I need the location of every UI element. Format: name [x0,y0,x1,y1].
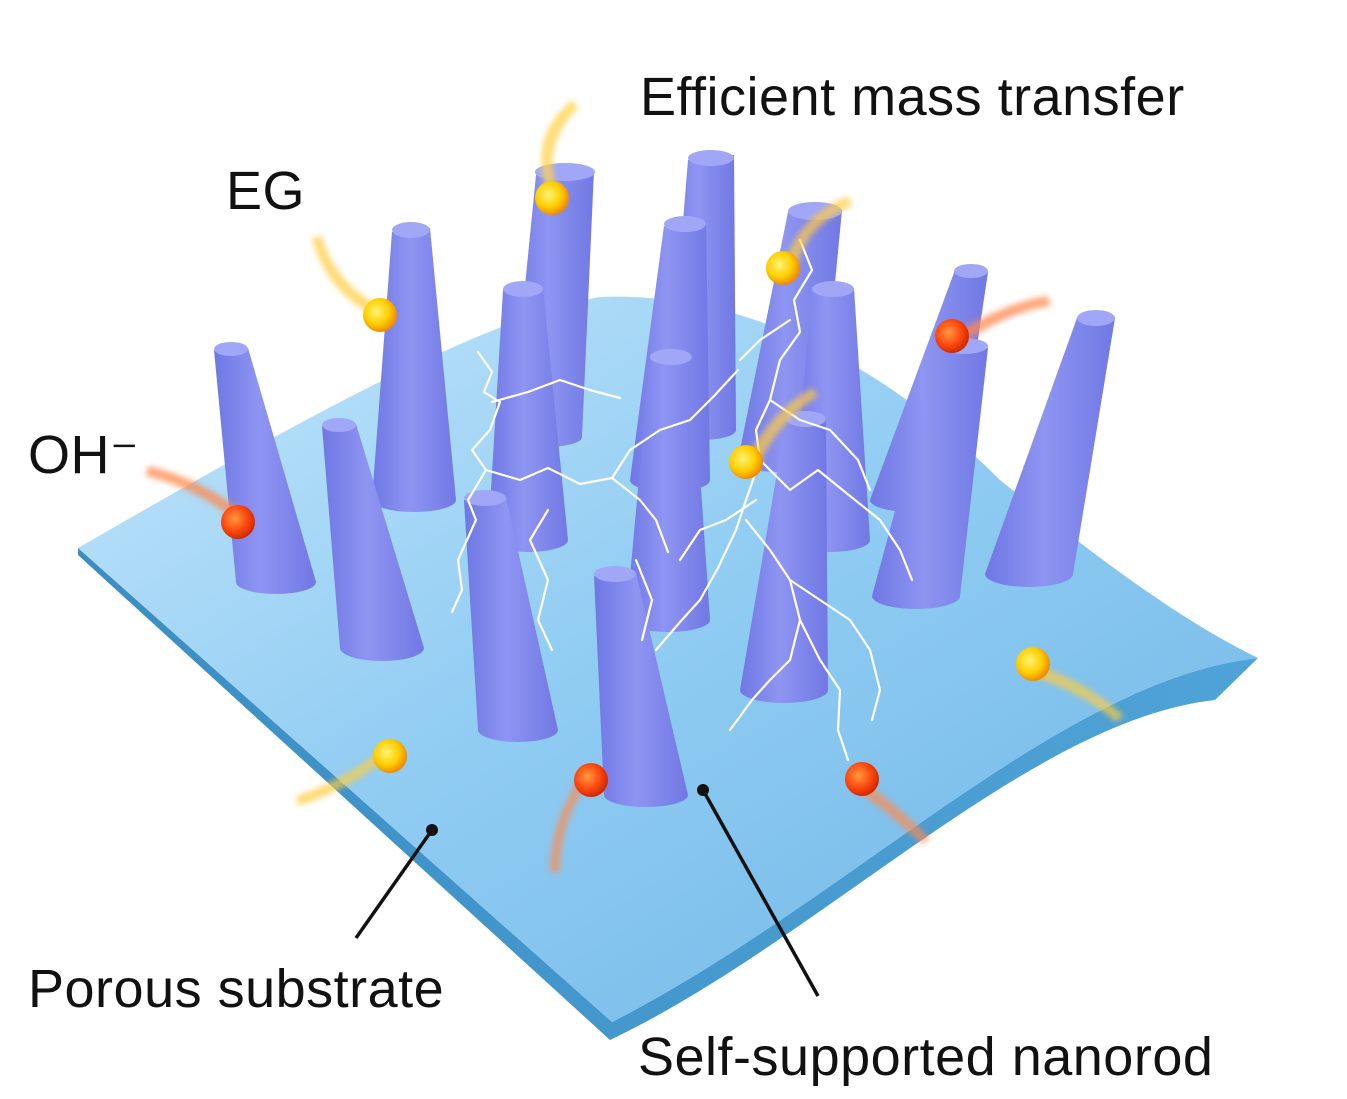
eg-particle [766,251,800,285]
self-supported-nanorod-label: Self-supported nanorod [638,1027,1214,1087]
particles [221,181,1050,797]
eg-tail [1030,664,1124,722]
eg-label: EG [226,161,306,221]
nanorod [594,566,688,807]
nanorod [488,281,568,552]
nanorod [985,310,1115,587]
nanorod-leader [701,789,820,997]
oh-tail [856,780,930,844]
eg-particle [1016,647,1050,681]
oh-particle [935,319,969,353]
eg-tail [784,196,852,272]
eg-tail [296,748,390,806]
eg-particle [363,298,397,332]
eg-tail [746,388,818,468]
porous-substrate-leader [354,828,434,940]
particle-tails [146,100,1124,872]
oh-particle [221,505,255,539]
oh-label: OH⁻ [28,425,140,485]
nanorod [322,418,424,661]
nanorod-leader-dot [697,784,709,796]
nanorod [626,349,710,632]
porous-substrate-leader-dot [426,824,438,836]
oh-tail [950,296,1050,346]
oh-particle [845,762,879,796]
eg-particle [729,445,763,479]
oh-tail [146,466,244,522]
efficient-mass-transfer-label: Efficient mass transfer [640,67,1185,127]
eg-particle [535,181,569,215]
eg-particle [373,739,407,773]
oh-particle [574,763,608,797]
porous-substrate-label: Porous substrate [28,959,445,1019]
eg-tail [541,100,578,200]
nanorod [464,490,558,742]
leader-lines [354,784,820,997]
oh-tail [550,774,590,872]
nanorod [372,222,456,512]
